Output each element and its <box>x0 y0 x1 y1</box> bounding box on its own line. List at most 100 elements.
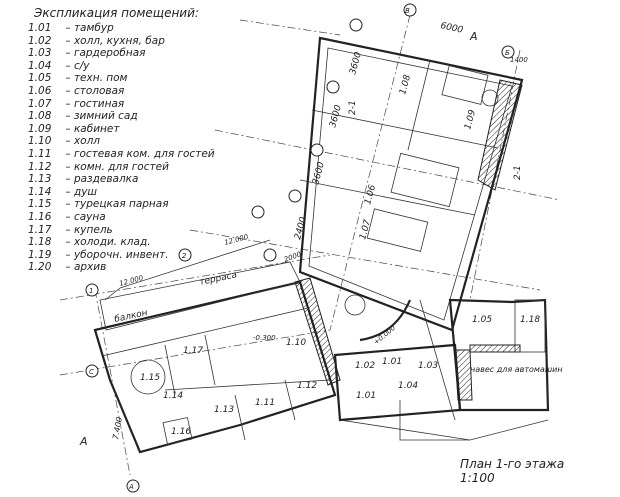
section-mark: 2-1 <box>348 100 358 115</box>
room-schedule-row: 1.16 – сауна <box>28 210 106 223</box>
room-name: тамбур <box>73 22 114 34</box>
room-schedule-title: Экспликация помещений: <box>34 6 199 20</box>
room-number: 1.10 <box>28 135 52 148</box>
room-label: 1.13 <box>214 405 234 415</box>
room-schedule-row: 1.15 – турецкая парная <box>28 198 169 211</box>
room-schedule-row: 1.05 – техн. пом <box>28 72 128 85</box>
section-mark: А <box>469 30 478 43</box>
dimension: 3600 <box>311 161 327 186</box>
room-number: 1.06 <box>28 84 52 97</box>
room-number: 1.13 <box>28 173 52 186</box>
room-name: гостиная <box>73 97 125 110</box>
room-name: купель <box>73 223 113 236</box>
room-name: архив <box>73 261 107 274</box>
room-number: 1.02 <box>28 34 52 47</box>
dimension: 3600 <box>348 51 364 76</box>
room-label: 1.02 <box>355 361 375 371</box>
room-schedule-row: 1.19 – уборочн. инвент. <box>28 248 169 261</box>
dimension: 7.400 <box>111 416 124 440</box>
room-label: 1.01 <box>382 357 402 367</box>
carport-label: навес для автомашин <box>470 365 563 374</box>
room-name: холоди. клад. <box>73 236 151 249</box>
level-mark: -0.300 <box>253 334 276 342</box>
room-number: 1.16 <box>28 210 52 223</box>
room-number: 1.15 <box>28 198 52 211</box>
room-label: 1.07 <box>358 219 373 241</box>
room-name: кабинет <box>73 122 120 135</box>
plan-annotations: терраса балкон навес для автомашин -0.30… <box>79 7 563 491</box>
room-name: гостевая ком. для гостей <box>73 147 215 160</box>
guest-wing <box>93 239 341 454</box>
room-label: 1.16 <box>171 427 191 437</box>
drawing-title: План 1-го этажа 1:100 <box>460 457 620 485</box>
room-schedule-row: 1.17 – купель <box>28 223 113 236</box>
room-schedule-row: 1.01 – тамбур <box>28 22 114 34</box>
room-schedule-row: 1.20 – архив <box>28 261 107 274</box>
room-label: 1.11 <box>255 398 275 408</box>
room-name: зимний сад <box>73 110 138 123</box>
room-name: раздевалка <box>73 173 139 186</box>
section-mark: А <box>79 435 88 448</box>
room-label: 1.08 <box>398 74 413 96</box>
room-name: техн. пом <box>73 72 128 85</box>
room-label: 1.15 <box>140 373 160 383</box>
room-name: гардеробная <box>73 47 146 60</box>
room-schedule-row: 1.13 – раздевалка <box>28 173 139 186</box>
room-schedule-row: 1.09 – кабинет <box>28 122 120 135</box>
room-schedule-row: 1.06 – столовая <box>28 84 125 97</box>
room-label: 1.10 <box>286 338 306 348</box>
room-schedule-row: 1.04 – с/у <box>28 59 90 72</box>
room-label: 1.05 <box>472 315 492 325</box>
dimension: 6000 <box>439 21 464 36</box>
room-number: 1.07 <box>28 97 52 110</box>
axis-markers <box>85 3 515 493</box>
dimension: 12.000 <box>223 233 249 247</box>
room-schedule-row: 1.18 – холоди. клад. <box>28 236 151 249</box>
room-schedule-row: 1.14 – душ <box>28 185 98 198</box>
room-schedule-row: 1.07 – гостиная <box>28 97 125 110</box>
drawing-scale: 1:100 <box>460 471 495 485</box>
room-number: 1.01 <box>28 22 52 34</box>
room-number: 1.03 <box>28 47 52 60</box>
room-name: уборочн. инвент. <box>73 248 169 261</box>
room-number: 1.14 <box>28 185 52 198</box>
room-label: 1.09 <box>463 109 478 131</box>
room-number: 1.08 <box>28 110 52 123</box>
room-name: холл <box>73 135 100 148</box>
room-name: душ <box>73 185 98 198</box>
room-label: 1.04 <box>398 381 418 391</box>
axis-label: В <box>405 7 410 15</box>
room-number: 1.18 <box>28 236 52 249</box>
axis-label: Б <box>505 49 510 57</box>
room-schedule-row: 1.12 – комн. для гостей <box>28 160 169 173</box>
room-schedule-row: 1.02 – холл, кухня, бар <box>28 34 165 47</box>
room-label: 1.01 <box>356 391 376 401</box>
room-number: 1.19 <box>28 248 52 261</box>
room-name: сауна <box>73 210 106 223</box>
room-label: 1.03 <box>418 361 438 371</box>
room-number: 1.12 <box>28 160 52 173</box>
room-schedule-row: 1.11 – гостевая ком. для гостей <box>28 147 215 160</box>
dimension: 12.000 <box>118 274 144 288</box>
room-label: 1.06 <box>363 184 378 206</box>
drawing-title-text: План 1-го этажа <box>460 457 565 471</box>
dimension: 2400 <box>293 216 309 241</box>
axis-label: А <box>128 483 134 491</box>
axis-label: 2 <box>182 252 187 260</box>
room-labels: 1.01 1.01 1.02 1.03 1.04 1.05 1.06 1.07 … <box>140 74 540 437</box>
axis-label: 1 <box>89 287 93 295</box>
service-block <box>333 298 550 441</box>
section-mark: 2-1 <box>513 165 523 180</box>
room-label: 1.18 <box>520 315 540 325</box>
room-name: столовая <box>73 84 125 97</box>
room-number: 1.11 <box>28 147 52 160</box>
room-label: 1.12 <box>297 381 317 391</box>
room-number: 1.09 <box>28 122 52 135</box>
room-number: 1.05 <box>28 72 52 85</box>
room-name: холл, кухня, бар <box>73 34 165 47</box>
terrace-label: терраса <box>199 270 238 288</box>
room-schedule-row: 1.08 – зимний сад <box>28 110 138 123</box>
grid-axes <box>59 14 561 476</box>
